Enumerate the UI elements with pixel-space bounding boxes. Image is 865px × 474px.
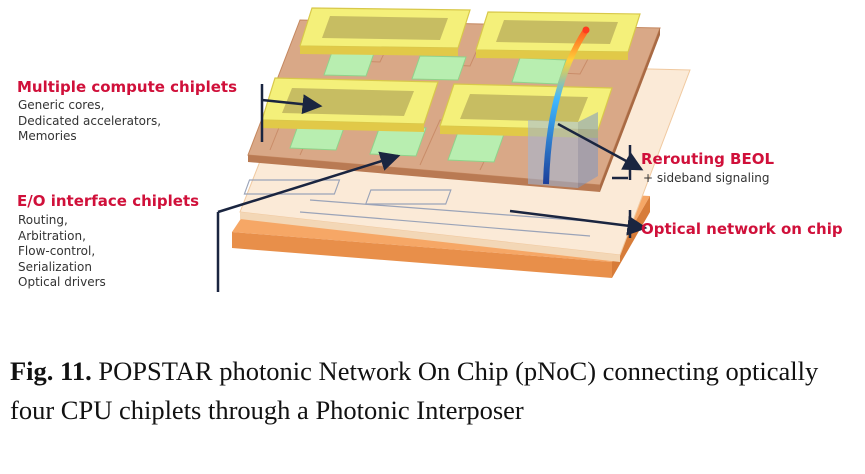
- optical-waveguides: [243, 179, 601, 237]
- optical-noc-title: Optical network on chip: [641, 220, 843, 238]
- eo-chiplets-title: E/O interface chiplets: [17, 192, 200, 210]
- rerouting-beol-title: Rerouting BEOL: [641, 150, 775, 168]
- compute-line-3: Memories: [18, 129, 77, 143]
- eo-chiplets-desc: Routing, Arbitration, Flow-control, Seri…: [18, 213, 106, 291]
- compute-line-1: Generic cores,: [18, 98, 105, 112]
- eo-line-3: Flow-control,: [18, 244, 96, 258]
- figure-caption: Fig. 11. POPSTAR photonic Network On Chi…: [10, 352, 860, 430]
- diagram-illustration: [216, 7, 691, 292]
- compute-chiplets-title: Multiple compute chiplets: [17, 78, 238, 96]
- chiplet-diagram: Multiple compute chiplets Generic cores,…: [17, 7, 843, 292]
- eo-line-4: Serialization: [18, 259, 92, 274]
- rerouting-beol-sub: + sideband signaling: [643, 171, 770, 185]
- eo-line-1: Routing,: [18, 213, 68, 227]
- compute-line-2: Dedicated accelerators,: [18, 113, 162, 128]
- compute-chiplets-desc: Generic cores, Dedicated accelerators, M…: [18, 98, 161, 145]
- optical-fiber: [543, 26, 590, 185]
- eo-line-2: Arbitration,: [18, 228, 86, 243]
- caption-text: POPSTAR photonic Network On Chip (pNoC) …: [10, 356, 819, 425]
- caption-fig-number: Fig. 11.: [10, 356, 92, 386]
- pointer-lines: [216, 84, 648, 292]
- eo-chiplets: [289, 51, 567, 163]
- rerouting-via-block: [528, 112, 598, 188]
- eo-line-5: Optical drivers: [18, 275, 106, 289]
